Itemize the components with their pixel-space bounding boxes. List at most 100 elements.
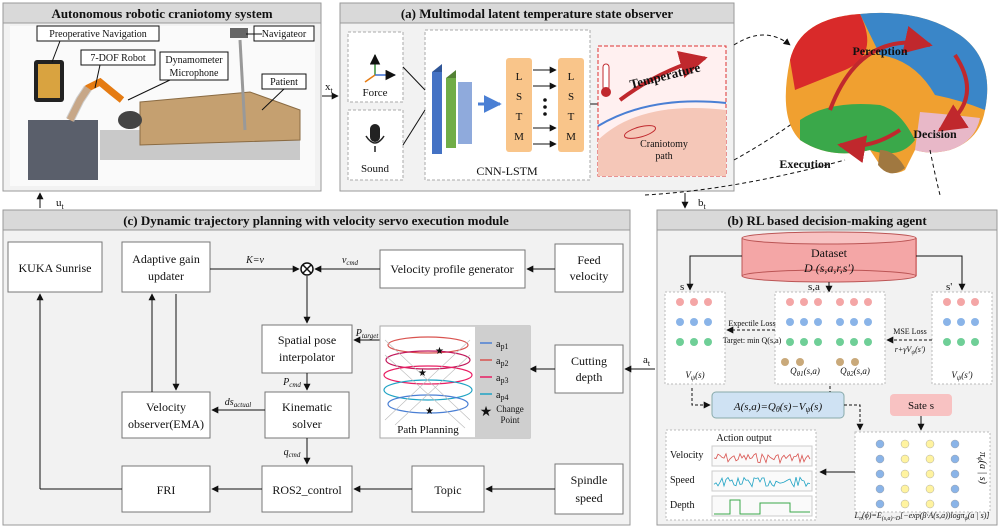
feed-velocity-box <box>554 243 624 293</box>
fri-box <box>121 465 211 513</box>
temperature-arrow <box>618 50 708 102</box>
r-plus-label: r+γVψ(s') <box>895 345 926 356</box>
ptarget-label: Ptarget <box>355 328 380 340</box>
neuron <box>957 318 965 326</box>
sate-label: Sate s <box>908 400 934 412</box>
neuron <box>704 338 712 346</box>
advantage-block: A(s,a)=Qθ(s)−Vψ(s) <box>691 386 864 431</box>
svg-text:Feed: Feed <box>577 253 600 267</box>
value-network-right <box>931 291 993 385</box>
neuron <box>864 318 872 326</box>
neuron <box>943 338 951 346</box>
force-label: Force <box>362 87 387 99</box>
svg-text:★: ★ <box>435 346 444 357</box>
ros2-box <box>261 465 353 513</box>
neuron <box>864 338 872 346</box>
dynamometer-label: Dynamometer <box>165 55 223 66</box>
svg-text:Point: Point <box>500 415 520 425</box>
kinematic-box <box>264 391 350 439</box>
at-label: at <box>643 354 651 368</box>
neuron <box>704 298 712 306</box>
neuron <box>690 298 698 306</box>
svg-text:M: M <box>566 131 576 143</box>
ut-label: ut <box>56 197 65 211</box>
q-output-neuron <box>796 358 804 366</box>
svg-text:ROS2_control: ROS2_control <box>272 483 342 497</box>
neuron <box>943 298 951 306</box>
svg-text:updater: updater <box>148 269 184 283</box>
neuron <box>971 298 979 306</box>
q-output-neuron <box>851 358 859 366</box>
neuron <box>800 298 808 306</box>
svg-text:ap1: ap1 <box>496 339 508 351</box>
action-output-label: Action output <box>716 433 771 444</box>
mse-loss-label: MSE Loss <box>893 327 927 336</box>
velocity-profile-box <box>379 249 526 289</box>
svg-text:T: T <box>516 111 523 123</box>
neuron <box>786 298 794 306</box>
brain-illustration <box>785 12 988 174</box>
s-label: s <box>680 281 684 293</box>
neuron <box>704 318 712 326</box>
policy-neuron <box>900 484 910 494</box>
cutting-depth-box <box>554 344 624 394</box>
neuron <box>864 298 872 306</box>
velocity-observer-box <box>121 391 211 439</box>
svg-text:interpolator: interpolator <box>279 350 335 364</box>
thermometer-icon <box>601 63 611 97</box>
policy-neuron <box>900 439 910 449</box>
svg-text:speed: speed <box>575 491 602 505</box>
ds-actual-label: dsactual <box>225 397 251 409</box>
svg-text:Spindle: Spindle <box>571 473 608 487</box>
navigator-pole <box>238 39 247 131</box>
svg-text:A(s,a)=Qθ(s)−Vψ(s): A(s,a)=Qθ(s)−Vψ(s) <box>733 401 823 414</box>
microphone-label: Microphone <box>170 68 219 79</box>
policy-neuron <box>875 439 885 449</box>
planning-title: (c) Dynamic trajectory planning with vel… <box>123 213 509 228</box>
neuron <box>814 338 822 346</box>
path-planning-inset: ★ ★ ★ ap1 ap2 ap3 ap4 ★ Change Point Pat… <box>379 325 531 439</box>
neuron <box>850 338 858 346</box>
qcmd-label: qcmd <box>284 447 301 459</box>
q-output-neuron <box>781 358 789 366</box>
path-planning-label: Path Planning <box>397 424 459 436</box>
bt-label: bt <box>698 197 707 211</box>
svg-text:L: L <box>516 71 523 83</box>
decision-label: Decision <box>913 127 957 141</box>
perception-label: Perception <box>852 44 907 58</box>
svg-text:Adaptive gain: Adaptive gain <box>132 252 200 266</box>
state-s-block: Sate s <box>890 394 952 431</box>
patient-body <box>139 91 301 146</box>
expectile-loss-label: Expectile Loss <box>728 319 775 328</box>
policy-neuron <box>900 469 910 479</box>
svg-text:ap3: ap3 <box>496 373 508 385</box>
neuron <box>943 318 951 326</box>
xt-label: xt <box>325 81 334 95</box>
svg-text:★: ★ <box>418 368 427 379</box>
sa-label: s,a <box>808 281 820 293</box>
neuron <box>836 338 844 346</box>
observer-panel: (a) Multimodal latent temperature state … <box>339 2 735 192</box>
svg-text:S: S <box>568 91 574 103</box>
navigator-label: Navigateor <box>262 29 307 40</box>
svg-text:Topic: Topic <box>434 483 461 497</box>
q-networks <box>774 291 886 385</box>
neuron <box>814 318 822 326</box>
target-label: Target: min Q(s,a) <box>723 336 782 345</box>
svg-text:M: M <box>514 131 524 143</box>
svg-text:ap2: ap2 <box>496 356 508 368</box>
neuron <box>836 298 844 306</box>
lstm-block-2 <box>558 58 584 152</box>
svg-text:L: L <box>568 71 575 83</box>
svg-text:depth: depth <box>576 370 603 384</box>
svg-text:Velocity profile generator: Velocity profile generator <box>390 262 513 276</box>
k-equation: K=v <box>245 255 264 266</box>
policy-neuron <box>950 499 960 509</box>
policy-neuron <box>925 454 935 464</box>
policy-neuron <box>875 454 885 464</box>
path-label: path <box>655 151 672 162</box>
neuron <box>676 338 684 346</box>
pcmd-label: Pcmd <box>282 377 301 389</box>
policy-neuron <box>875 469 885 479</box>
